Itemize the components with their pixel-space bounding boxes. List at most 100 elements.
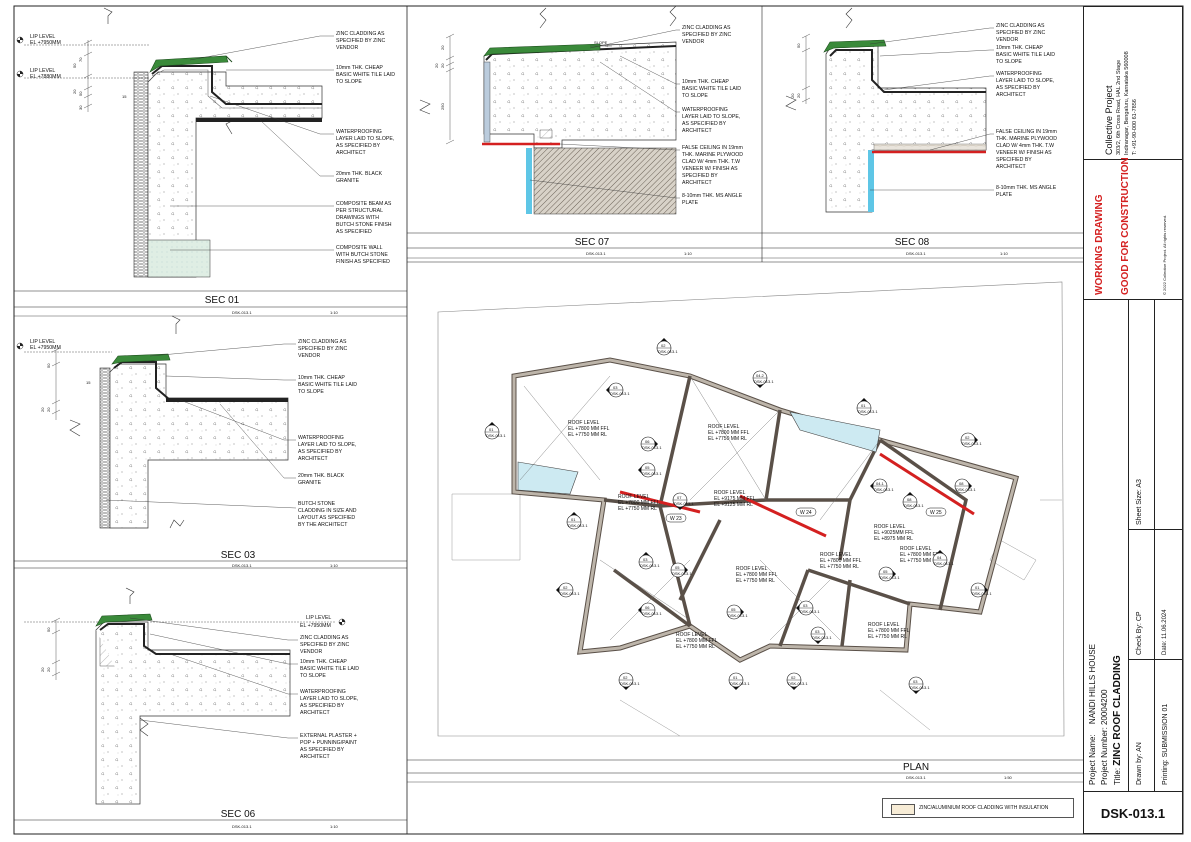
marker-number: 04.2 bbox=[756, 373, 765, 378]
marker-ref: DSK-013.1 bbox=[962, 441, 982, 446]
level-value: EL +7880MM bbox=[30, 74, 61, 80]
marker-number: 08 bbox=[959, 481, 964, 486]
dim-label: 20 bbox=[46, 407, 51, 412]
dim-label: 20 bbox=[440, 63, 445, 68]
section-sec03: 50 15 20 20 LIP LEVEL EL +7950MM ZINC CL… bbox=[14, 315, 407, 568]
section-scale: 1:10 bbox=[684, 251, 693, 256]
section-title: SEC 08 bbox=[895, 237, 930, 248]
level-value: EL +7950MM bbox=[30, 40, 61, 46]
legend-swatch bbox=[891, 804, 915, 815]
section-title: SEC 07 bbox=[575, 237, 610, 248]
marker-number: 05 bbox=[645, 465, 650, 470]
marker-ref: DSK-013.1 bbox=[880, 575, 900, 580]
marker-ref: DSK-013.1 bbox=[788, 681, 808, 686]
section-ref: DSK-013.1 bbox=[906, 251, 926, 256]
project-name: NANDI HILLS HOUSE bbox=[1088, 644, 1097, 725]
marker-ref: DSK-013.1 bbox=[642, 611, 662, 616]
marker-number: 05 bbox=[731, 607, 736, 612]
marker-ref: DSK-013.1 bbox=[910, 685, 930, 690]
dim-label: 20 bbox=[796, 93, 801, 98]
plan-title: PLAN bbox=[903, 762, 929, 773]
marker-number: 05 bbox=[883, 569, 888, 574]
dim-label: 250 bbox=[440, 103, 445, 110]
dim-label: 50 bbox=[46, 627, 51, 632]
marker-ref: DSK-013.1 bbox=[728, 613, 748, 618]
printing: Printing: SUBMISSION 01 bbox=[1162, 703, 1169, 785]
section-scale: 1:10 bbox=[330, 563, 339, 568]
marker-ref: DSK-013.1 bbox=[956, 487, 976, 492]
section-ref: DSK-013.1 bbox=[232, 824, 252, 829]
firm-name: Collective Project bbox=[1104, 85, 1114, 155]
dim-label: 50 bbox=[796, 43, 801, 48]
project-name-row: Project Name: NANDI HILLS HOUSE bbox=[1088, 644, 1097, 785]
marker-ref: DSK-013.1 bbox=[972, 591, 992, 596]
marker-number: 01 bbox=[733, 675, 738, 680]
marker-number: 03 bbox=[815, 629, 820, 634]
sheet-size: Sheet Size: A3 bbox=[1136, 479, 1143, 525]
section-title: SEC 01 bbox=[205, 295, 240, 306]
marker-ref: DSK-013.1 bbox=[874, 487, 894, 492]
marker-number: 03 bbox=[643, 557, 648, 562]
marker-ref: DSK-013.1 bbox=[568, 523, 588, 528]
marker-ref: DSK-013.1 bbox=[610, 391, 630, 396]
marker-number: 04 bbox=[937, 555, 942, 560]
project-panel: Project Name: NANDI HILLS HOUSE Project … bbox=[1084, 299, 1182, 791]
dim-label: 15 bbox=[122, 94, 127, 99]
title-label: Title: bbox=[1113, 767, 1122, 785]
dim-label: 20 bbox=[434, 63, 439, 68]
firm-phone: T: +91-90-000 61-7856 bbox=[1132, 99, 1138, 155]
marker-number: 07 bbox=[677, 495, 682, 500]
firm-city: Indiranagar, Bengaluru, Karnataka 560008 bbox=[1124, 51, 1130, 155]
marker-number: 06 bbox=[645, 605, 650, 610]
dim-label: 20 bbox=[40, 407, 45, 412]
section-scale: 1:10 bbox=[330, 310, 339, 315]
marker-ref: DSK-013.1 bbox=[642, 471, 662, 476]
project-name-label: Project Name: bbox=[1088, 734, 1097, 785]
dim-label: 70 bbox=[78, 57, 83, 62]
sec03-concrete bbox=[109, 363, 289, 529]
dim-label: 20 bbox=[46, 667, 51, 672]
firm-address: 303/2, 6th Cross Road, HAL 2nd Stage bbox=[1116, 59, 1122, 155]
dim-label: 50 bbox=[72, 63, 77, 68]
project-number: 20004200 bbox=[1100, 689, 1109, 725]
marker-number: 01 bbox=[571, 517, 576, 522]
marker-number: 03 bbox=[803, 603, 808, 608]
project-number-row: Project Number: 20004200 bbox=[1100, 689, 1109, 785]
marker-ref: DSK-013.1 bbox=[486, 433, 506, 438]
marker-ref: DSK-013.1 bbox=[642, 445, 662, 450]
marker-number: 05 bbox=[675, 565, 680, 570]
